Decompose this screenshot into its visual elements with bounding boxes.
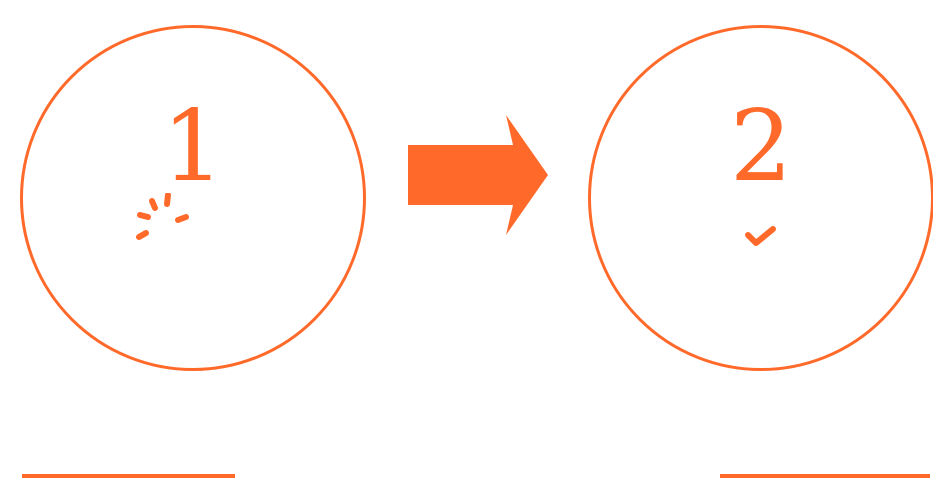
step-2-circle: 2 xyxy=(588,25,933,371)
step-2-number: 2 xyxy=(729,90,793,204)
step-1-circle: 1 xyxy=(20,25,366,371)
checkmark-icon xyxy=(745,226,776,246)
step-2-underline xyxy=(720,474,930,478)
step-1-number: 1 xyxy=(161,90,225,204)
right-arrow-icon xyxy=(408,115,548,235)
step-1-underline xyxy=(22,474,235,478)
loading-spinner-icon xyxy=(136,193,189,240)
